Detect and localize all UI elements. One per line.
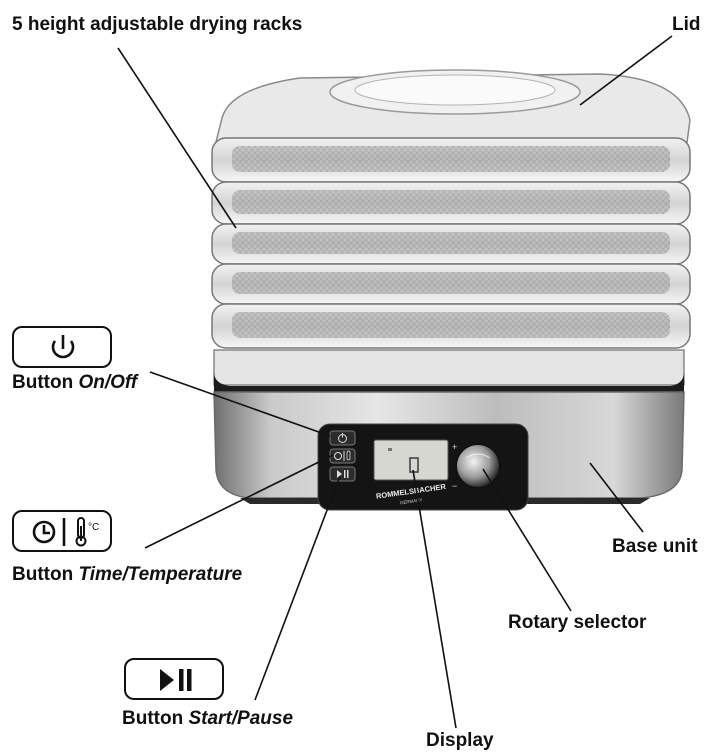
thermometer-icon [75, 517, 87, 547]
time-temperature-icon-box: °C [12, 510, 112, 552]
leader-lines [117, 35, 673, 729]
display-screen [373, 439, 449, 481]
leader-display [412, 469, 457, 729]
label-lid: Lid [672, 14, 701, 35]
leader-base-unit [589, 462, 644, 533]
label-button-time-temperature: Button Time/Temperature [12, 564, 242, 586]
leader-time-temp [144, 454, 334, 549]
clock-icon [32, 520, 56, 544]
leader-on-off [149, 371, 331, 437]
label-button-start-pause-prefix: Button [122, 708, 189, 729]
brand-sub: GERMANY [400, 497, 423, 505]
label-drying-racks: 5 height adjustable drying racks [12, 14, 303, 35]
label-button-start-pause-name: Start/Pause [188, 708, 294, 729]
label-display: Display [426, 730, 494, 751]
label-button-on-off-prefix: Button [12, 372, 79, 393]
label-base-unit: Base unit [612, 536, 698, 557]
control-panel: ROMMELSBACHER GERMANY + − [317, 423, 529, 511]
on-off-icon-box [12, 326, 112, 368]
label-button-time-temperature-prefix: Button [12, 564, 79, 585]
leader-racks [117, 47, 237, 229]
leader-rotary [482, 468, 572, 612]
label-button-time-temperature-name: Time/Temperature [78, 564, 243, 585]
start-pause-button[interactable] [329, 466, 356, 482]
svg-text:+: + [452, 442, 457, 452]
svg-text:−: − [452, 481, 457, 491]
leader-start-pause [254, 475, 341, 701]
rotary-selector-knob[interactable] [455, 443, 501, 489]
on-off-button[interactable] [329, 430, 356, 446]
celsius-unit: °C [88, 522, 99, 533]
leader-lid [579, 35, 673, 106]
play-pause-icon [160, 669, 192, 691]
label-button-start-pause: Button Start/Pause [122, 708, 293, 730]
time-temperature-button[interactable] [329, 448, 356, 464]
start-pause-icon-box [124, 658, 224, 700]
label-button-on-off: Button On/Off [12, 372, 137, 394]
power-icon [51, 335, 75, 359]
label-rotary-selector: Rotary selector [508, 612, 647, 633]
lid [213, 69, 691, 151]
drying-racks [211, 137, 691, 349]
label-button-on-off-name: On/Off [78, 372, 138, 393]
